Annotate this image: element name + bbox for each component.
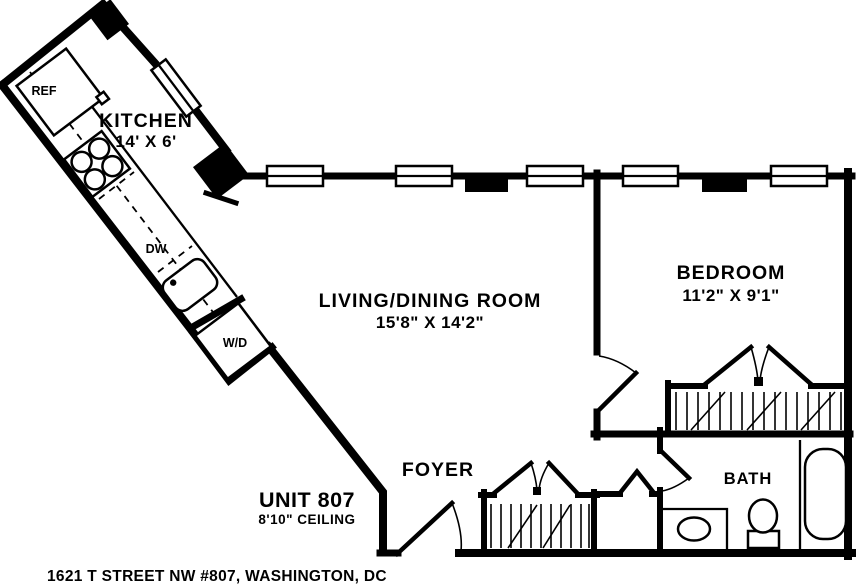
address-label: 1621 T STREET NW #807, WASHINGTON, DC xyxy=(47,568,387,585)
washer-dryer xyxy=(193,301,273,381)
counter-end-wall xyxy=(191,294,246,330)
kitchen-window xyxy=(149,57,203,119)
wall-column xyxy=(702,173,747,192)
bedroom-label: BEDROOM xyxy=(677,262,786,284)
window xyxy=(265,164,325,188)
bedroom-door xyxy=(593,355,640,416)
entry-door xyxy=(393,499,463,558)
window xyxy=(769,164,829,188)
bathtub xyxy=(803,447,848,541)
bedroom-closet-bifold-doors xyxy=(700,343,816,389)
foyer-closet-bifold-doors xyxy=(489,459,582,498)
bath-sink xyxy=(676,516,712,542)
bath-sink-counter xyxy=(663,507,729,551)
stove xyxy=(62,129,132,199)
utility-closet-bifold-door xyxy=(616,467,658,497)
foyer-closet-hatch xyxy=(490,504,590,549)
chimney-column xyxy=(88,0,130,41)
bath-label: BATH xyxy=(724,470,773,488)
living-dining-dims: 15'8" X 14'2" xyxy=(376,313,484,332)
foyer-label: FOYER xyxy=(402,459,474,481)
dishwasher-label: DW xyxy=(146,242,167,256)
window xyxy=(394,164,454,188)
kitchen-counter-edge xyxy=(89,103,238,298)
kitchen-sink xyxy=(161,257,219,313)
toilet xyxy=(746,498,781,550)
refrigerator xyxy=(14,46,111,138)
wall-column xyxy=(465,173,508,192)
ceiling-height-label: 8'10" CEILING xyxy=(258,512,355,527)
unit-number-label: UNIT 807 xyxy=(259,488,355,512)
refrigerator-label: REF xyxy=(32,84,57,98)
bedroom-closet-hatch xyxy=(675,391,842,431)
window xyxy=(525,164,585,188)
kitchen-label: KITCHEN xyxy=(99,110,193,132)
window xyxy=(621,164,680,188)
bathroom-fixtures xyxy=(663,440,848,551)
interior-walls xyxy=(478,169,854,555)
kitchen-dims: 14' X 6' xyxy=(115,132,176,151)
bedroom-dims: 11'2" X 9'1" xyxy=(682,286,779,305)
washer-dryer-label: W/D xyxy=(223,336,247,350)
corner-column xyxy=(192,142,250,207)
windows xyxy=(149,57,829,188)
living-dining-label: LIVING/DINING ROOM xyxy=(319,290,542,312)
bath-door xyxy=(657,447,693,492)
